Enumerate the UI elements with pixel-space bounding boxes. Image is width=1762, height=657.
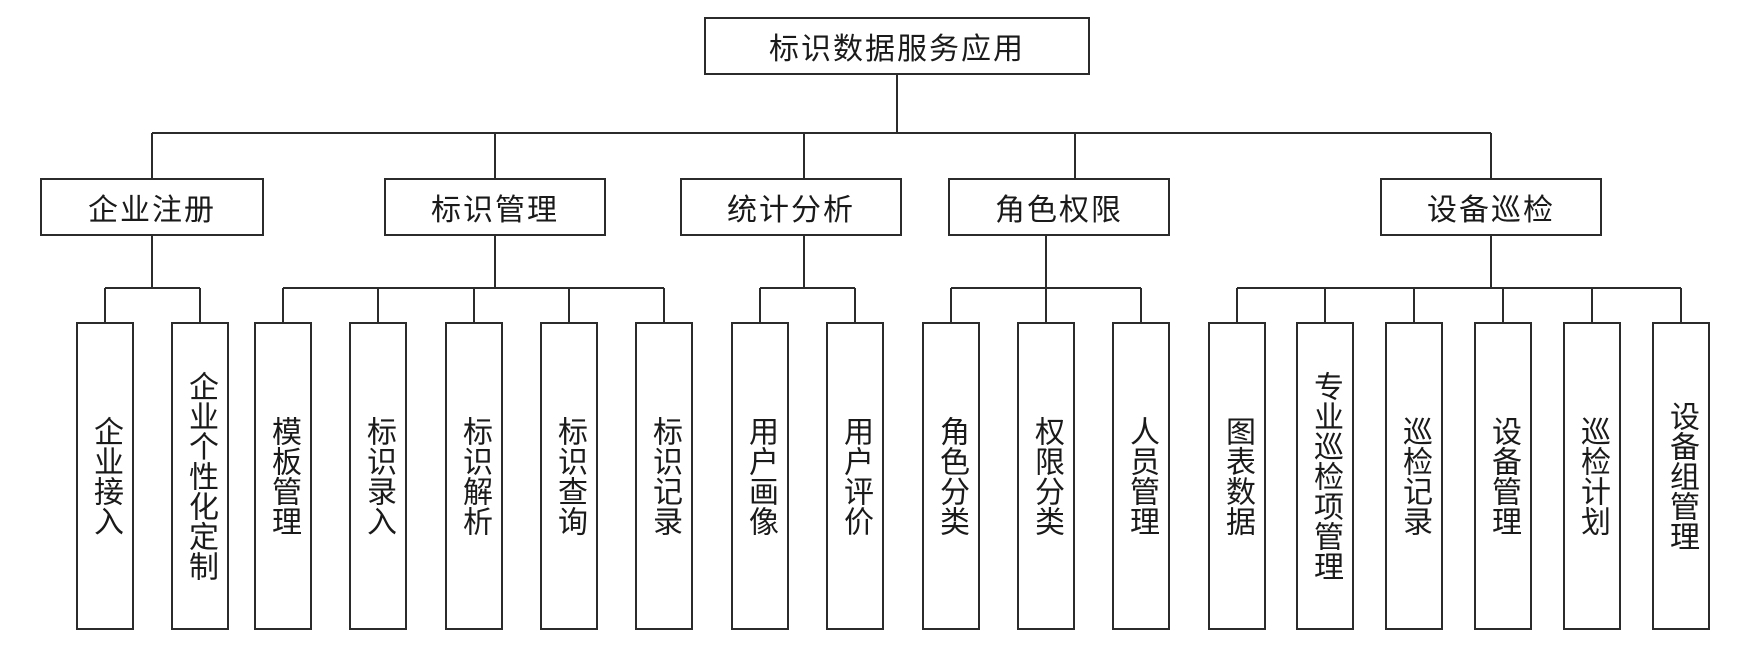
leaf-node: 用户评价 (826, 322, 884, 630)
leaf-node: 标识记录 (635, 322, 693, 630)
category-label: 设备巡检 (1427, 193, 1555, 228)
leaf-label: 标识查询 (552, 416, 587, 536)
leaf-label: 标识解析 (457, 416, 492, 536)
leaf-label: 设备组管理 (1664, 401, 1699, 551)
leaf-label: 用户画像 (743, 416, 778, 536)
leaf-label: 设备管理 (1486, 416, 1521, 536)
leaf-node: 模板管理 (254, 322, 312, 630)
leaf-node: 人员管理 (1112, 322, 1170, 630)
category-label: 企业注册 (88, 193, 216, 228)
leaf-node: 标识录入 (349, 322, 407, 630)
leaf-label: 企业个性化定制 (183, 371, 218, 581)
leaf-label: 人员管理 (1124, 416, 1159, 536)
leaf-node: 标识查询 (540, 322, 598, 630)
leaf-label: 标识录入 (361, 416, 396, 536)
root-node: 标识数据服务应用 (704, 17, 1090, 75)
leaf-label: 企业接入 (88, 416, 123, 536)
leaf-label: 巡检记录 (1397, 416, 1432, 536)
leaf-label: 权限分类 (1029, 416, 1064, 536)
leaf-node: 企业个性化定制 (171, 322, 229, 630)
category-label: 统计分析 (727, 193, 855, 228)
leaf-label: 巡检计划 (1575, 416, 1610, 536)
category-node-role-permissions: 角色权限 (948, 178, 1170, 236)
root-node-label: 标识数据服务应用 (769, 32, 1025, 67)
leaf-label: 用户评价 (838, 416, 873, 536)
leaf-label: 图表数据 (1220, 416, 1255, 536)
leaf-label: 模板管理 (266, 416, 301, 536)
leaf-node: 设备管理 (1474, 322, 1532, 630)
leaf-node: 角色分类 (922, 322, 980, 630)
leaf-node: 专业巡检项管理 (1296, 322, 1354, 630)
leaf-label: 专业巡检项管理 (1308, 371, 1343, 581)
leaf-label: 角色分类 (934, 416, 969, 536)
category-label: 角色权限 (995, 193, 1123, 228)
category-node-identifier-management: 标识管理 (384, 178, 606, 236)
category-label: 标识管理 (431, 193, 559, 228)
leaf-node: 巡检计划 (1563, 322, 1621, 630)
category-node-statistics-analysis: 统计分析 (680, 178, 902, 236)
category-node-enterprise-registration: 企业注册 (40, 178, 264, 236)
leaf-node: 企业接入 (76, 322, 134, 630)
leaf-node: 设备组管理 (1652, 322, 1710, 630)
leaf-node: 巡检记录 (1385, 322, 1443, 630)
leaf-node: 标识解析 (445, 322, 503, 630)
leaf-node: 用户画像 (731, 322, 789, 630)
leaf-label: 标识记录 (647, 416, 682, 536)
category-node-equipment-inspection: 设备巡检 (1380, 178, 1602, 236)
leaf-node: 图表数据 (1208, 322, 1266, 630)
leaf-node: 权限分类 (1017, 322, 1075, 630)
